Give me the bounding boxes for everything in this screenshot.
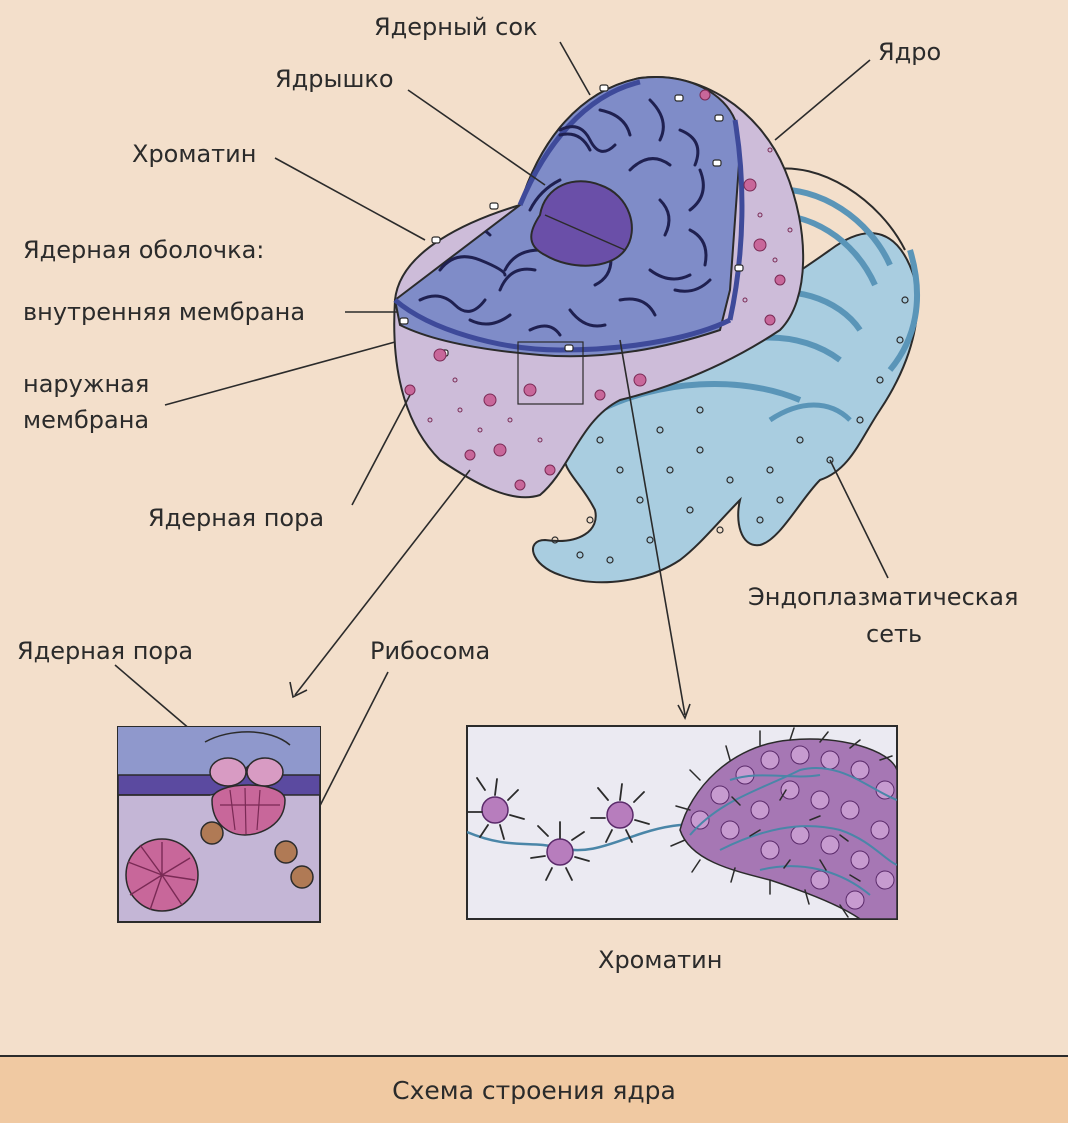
inset-ribosome-rosette: [125, 838, 199, 912]
label-chromatin-caption: Хроматин: [598, 946, 722, 974]
zoom-box: [517, 341, 584, 405]
leader-lines: [114, 41, 889, 846]
label-er-line2: сеть: [866, 620, 922, 648]
label-ribosome: Рибосома: [370, 637, 490, 665]
condensed-chromatin: [670, 727, 897, 919]
membrane-pores-surface: [404, 89, 786, 491]
label-outer-membrane-line2: мембрана: [23, 406, 149, 434]
label-nuclear-envelope: Ядерная оболочка:: [23, 236, 264, 264]
label-inset-nuclear-pore: Ядерная пора: [17, 637, 193, 665]
diagram-caption: Схема строения ядра: [392, 1075, 676, 1105]
inset-chromatin: [466, 725, 898, 920]
labels: Ядерный сок Ядрышко Ядро Хроматин Ядерна…: [17, 13, 1018, 974]
label-chromatin: Хроматин: [132, 140, 256, 168]
diagram-caption-bar: Схема строения ядра: [0, 1055, 1068, 1123]
label-nuclear-sap: Ядерный сок: [374, 13, 538, 41]
label-er-line1: Эндоплазматическая: [748, 583, 1018, 611]
chromatin-fibers: [418, 98, 712, 337]
label-outer-membrane-line1: наружная: [23, 370, 149, 398]
inset-nuclear-pore: [117, 726, 321, 923]
label-nucleolus: Ядрышко: [275, 65, 394, 93]
nucleosomes: [481, 796, 634, 866]
nucleolus: [530, 180, 633, 267]
label-nucleus: Ядро: [878, 38, 941, 66]
label-nuclear-pore: Ядерная пора: [148, 504, 324, 532]
nucleus-body: [393, 76, 805, 499]
label-inner-membrane: внутренняя мембрана: [23, 298, 305, 326]
